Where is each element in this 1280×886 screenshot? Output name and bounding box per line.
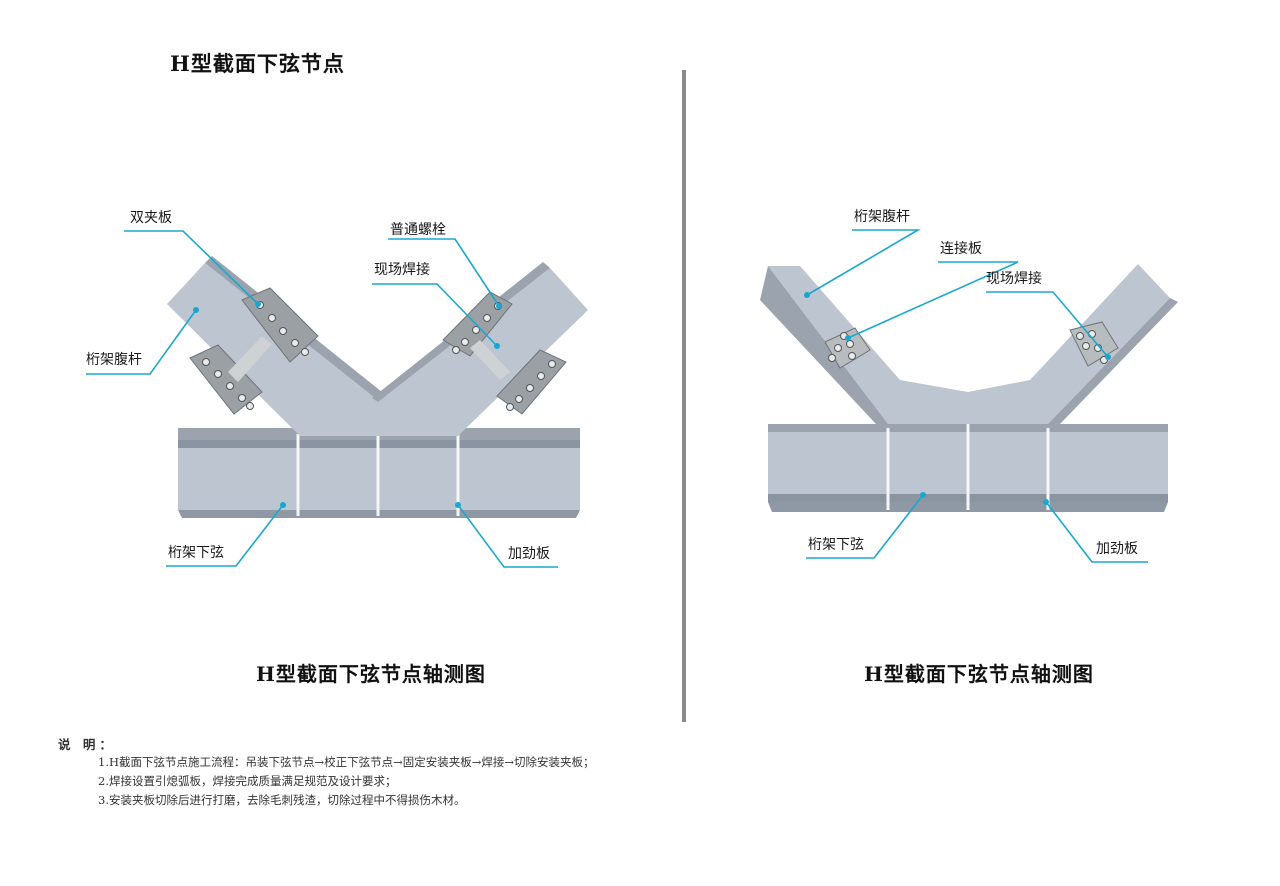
label-stiffener-right: 加劲板 xyxy=(1096,541,1138,557)
right-web-member-a xyxy=(760,266,968,424)
label-connecting-plate: 连接板 xyxy=(940,241,982,257)
label-field-weld-right: 现场焊接 xyxy=(986,271,1042,287)
left-clamp-plates-b xyxy=(442,291,567,415)
label-stiffener-left: 加劲板 xyxy=(508,546,550,562)
label-common-bolt: 普通螺栓 xyxy=(390,222,446,238)
right-caption: H型截面下弦节点轴测图 xyxy=(864,662,1094,686)
notes-heading: 说 明： xyxy=(58,737,116,752)
right-bottom-chord xyxy=(768,400,1168,512)
page-title: H型截面下弦节点 xyxy=(170,51,345,76)
right-web-member-b xyxy=(968,264,1178,424)
note-item-2: 2.焊接设置引熄弧板，焊接完成质量满足规范及设计要求； xyxy=(98,774,397,788)
label-bottom-chord-left: 桁架下弦 xyxy=(168,545,224,561)
left-clamp-plates-a xyxy=(189,287,319,415)
note-item-1: 1.H截面下弦节点施工流程：吊装下弦节点→校正下弦节点→固定安装夹板→焊接→切除… xyxy=(98,755,595,769)
left-caption: H型截面下弦节点轴测图 xyxy=(256,662,486,686)
panel-divider xyxy=(682,70,686,722)
right-connecting-plates xyxy=(824,321,1119,369)
notes-section: 说 明： 1.H截面下弦节点施工流程：吊装下弦节点→校正下弦节点→固定安装夹板→… xyxy=(58,734,595,810)
label-web-member-right: 桁架腹杆 xyxy=(854,209,910,225)
label-double-clamp-plate: 双夹板 xyxy=(130,210,172,226)
label-field-weld-left: 现场焊接 xyxy=(374,262,430,278)
note-item-3: 3.安装夹板切除后进行打磨，去除毛刺残渣，切除过程中不得损伤木材。 xyxy=(98,793,466,807)
label-web-member-left: 桁架腹杆 xyxy=(86,352,142,368)
label-bottom-chord-right: 桁架下弦 xyxy=(808,537,864,553)
